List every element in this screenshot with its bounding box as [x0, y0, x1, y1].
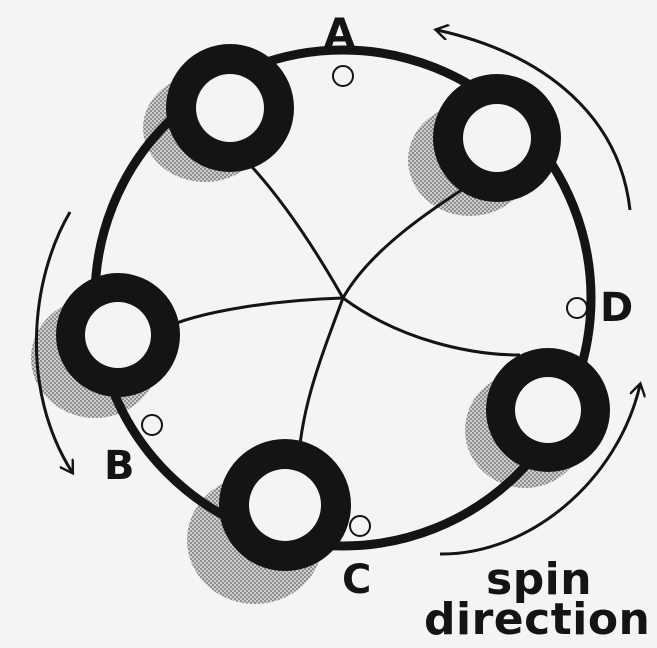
label-d: D [600, 288, 633, 328]
point-d [567, 298, 587, 318]
spoke-right [343, 298, 520, 355]
ring-bottom [219, 439, 351, 571]
spoke-left [160, 298, 343, 330]
point-c [350, 516, 370, 536]
label-a: A [324, 14, 355, 54]
ring-top-left [166, 44, 294, 172]
ring-top-right [433, 74, 561, 202]
point-a [333, 66, 353, 86]
rings [56, 44, 610, 571]
ring-left [56, 273, 180, 397]
point-b [142, 415, 162, 435]
label-b: B [104, 446, 135, 486]
label-c: C [342, 560, 371, 600]
ring-right [486, 348, 610, 472]
caption-direction: direction [424, 598, 650, 642]
